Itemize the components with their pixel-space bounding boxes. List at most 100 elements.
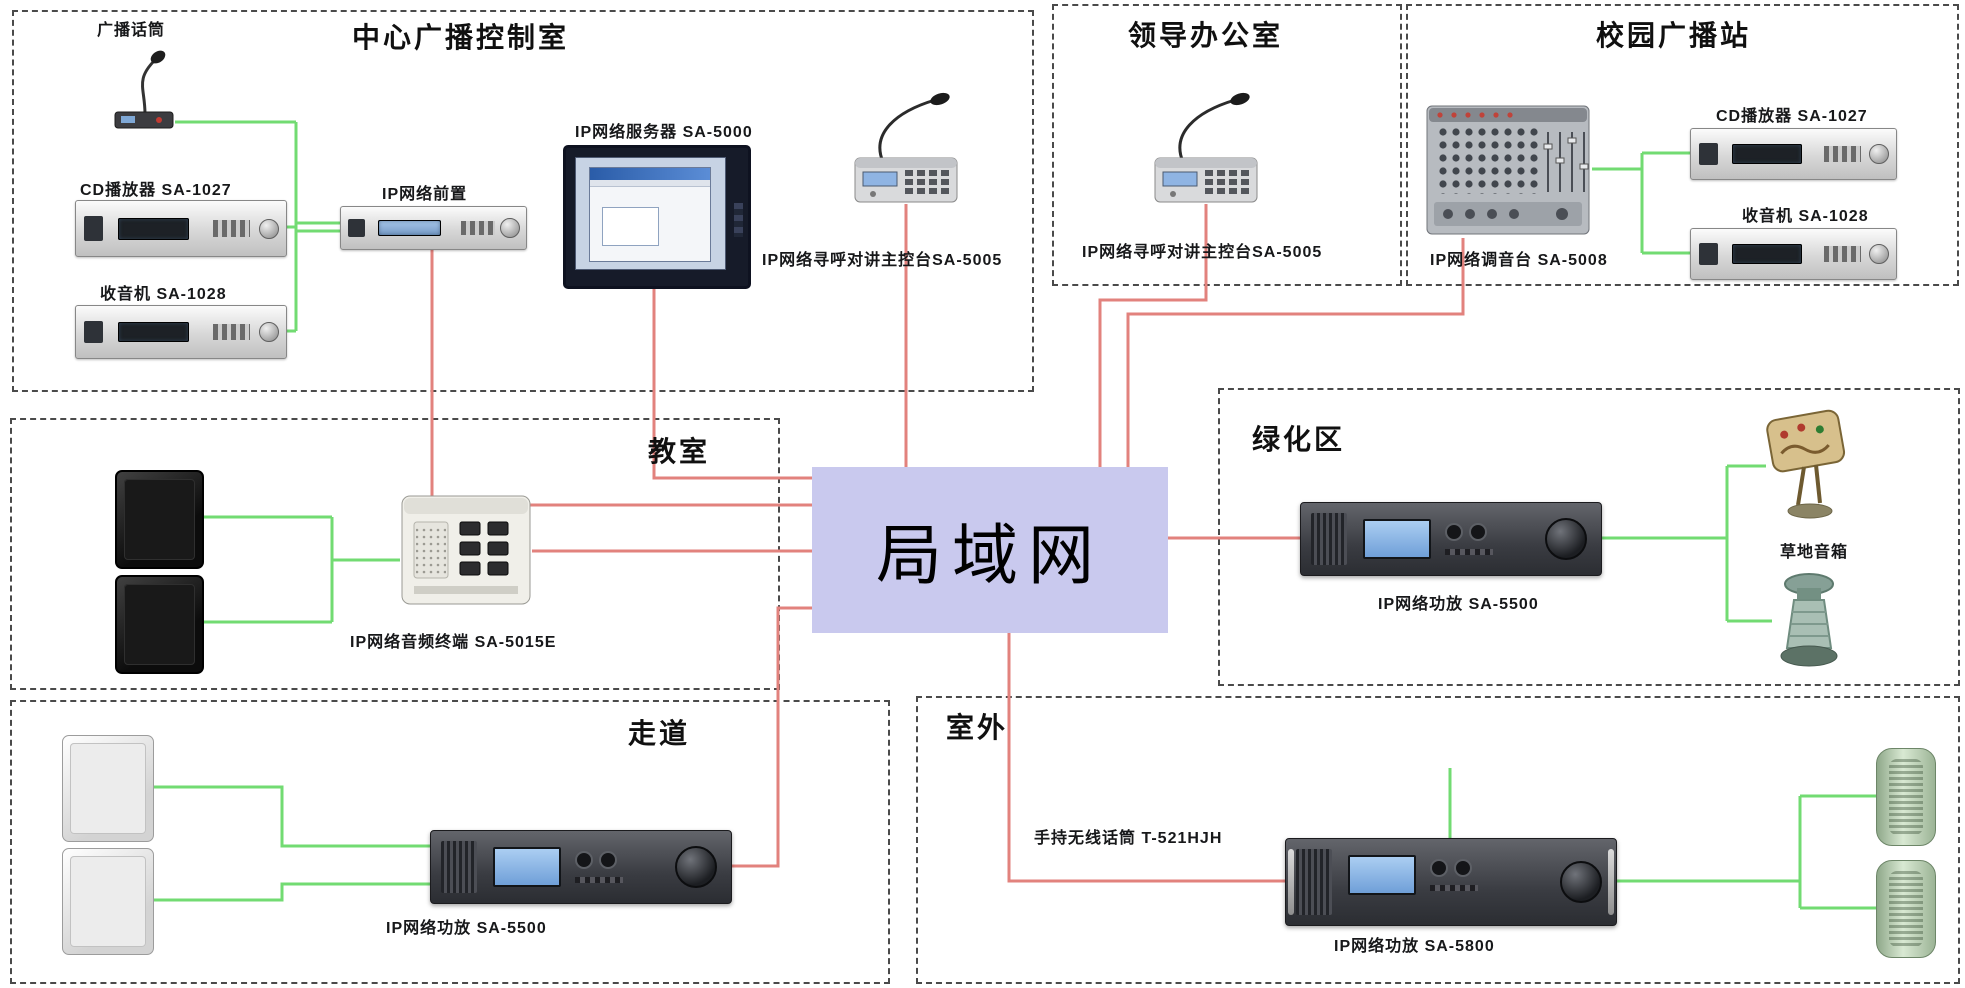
rack-knob bbox=[258, 322, 279, 342]
rack-display bbox=[1732, 244, 1802, 264]
cd-player-label: CD播放器 SA-1027 bbox=[80, 182, 232, 199]
rack-logo bbox=[84, 320, 104, 344]
amp-volume-knob bbox=[1560, 861, 1602, 903]
lawn-speaker-label: 草地音箱 bbox=[1780, 544, 1849, 561]
zone-outdoor bbox=[916, 696, 1960, 984]
rack-buttons bbox=[461, 221, 495, 235]
rack-knob bbox=[499, 218, 520, 238]
wall-speaker-white bbox=[62, 848, 154, 955]
lan-box: 局域网 bbox=[812, 467, 1168, 633]
paging-console-label: IP网络寻呼对讲主控台SA-5005 bbox=[1082, 244, 1323, 261]
amplifier-label: IP网络功放 SA-5500 bbox=[1378, 596, 1539, 613]
zone-title-outdoor: 室外 bbox=[946, 712, 1009, 743]
amplifier-device bbox=[430, 830, 732, 904]
zone-classroom bbox=[10, 418, 780, 690]
rack-logo bbox=[84, 216, 104, 241]
wall-speaker-white bbox=[62, 735, 154, 842]
zone-title-leader-office: 领导办公室 bbox=[1128, 20, 1284, 51]
column-speaker bbox=[1876, 748, 1936, 846]
amp-knob bbox=[1454, 859, 1472, 877]
amp-knob bbox=[599, 851, 617, 869]
audio-terminal-graphic bbox=[401, 495, 531, 605]
wire-corridor-sp2 bbox=[152, 882, 430, 902]
window-content bbox=[602, 207, 660, 247]
lawn-sign-speaker bbox=[1758, 405, 1858, 527]
column-speaker bbox=[1876, 860, 1936, 958]
zone-title-classroom: 教室 bbox=[648, 436, 711, 467]
radio-label: 收音机 SA-1028 bbox=[1742, 208, 1869, 225]
zone-control-room bbox=[12, 10, 1034, 392]
amplifier-device bbox=[1285, 838, 1617, 926]
amp-leds bbox=[1445, 549, 1493, 555]
wire-server-lan bbox=[652, 283, 812, 480]
rack-logo bbox=[348, 218, 366, 238]
radio-device bbox=[1690, 228, 1897, 280]
wall-speaker-black bbox=[115, 575, 204, 674]
paging-console-label: IP网络寻呼对讲主控台SA-5005 bbox=[762, 252, 1003, 269]
zone-title-corridor: 走道 bbox=[628, 718, 691, 749]
zone-title-green-area: 绿化区 bbox=[1252, 424, 1346, 455]
paging-console-device bbox=[1143, 88, 1268, 208]
amp-knob bbox=[575, 851, 593, 869]
rack-buttons bbox=[1824, 146, 1862, 162]
amp-volume-knob bbox=[1545, 518, 1587, 560]
amplifier-label: IP网络功放 SA-5500 bbox=[386, 920, 547, 937]
paging-console-device bbox=[843, 88, 968, 208]
network-server-monitor bbox=[563, 145, 751, 289]
wall-speaker-black bbox=[115, 470, 204, 569]
window-titlebar bbox=[590, 167, 710, 180]
rack-display bbox=[118, 321, 190, 343]
gooseneck-mic-graphic bbox=[114, 50, 174, 129]
audio-terminal-device bbox=[400, 492, 532, 610]
lawn-sign-speaker-graphic bbox=[1766, 409, 1846, 519]
amp-display bbox=[1348, 855, 1416, 895]
cd-player-device bbox=[1690, 128, 1897, 180]
amp-knob bbox=[1469, 523, 1487, 541]
software-window bbox=[589, 166, 711, 263]
network-server-label: IP网络服务器 SA-5000 bbox=[575, 124, 753, 141]
broadcast-mic-icon bbox=[95, 40, 200, 135]
rack-buttons bbox=[1824, 246, 1862, 262]
rack-knob bbox=[1868, 144, 1889, 164]
wire-corridor-amp-lan bbox=[730, 606, 812, 868]
wire-leader-console-lan bbox=[1098, 204, 1208, 467]
audio-terminal-label: IP网络音频终端 SA-5015E bbox=[350, 634, 557, 651]
rack-display bbox=[118, 217, 190, 240]
rack-knob bbox=[1868, 244, 1889, 264]
bollard-speaker bbox=[1768, 570, 1850, 672]
wireless-mic-label: 手持无线话筒 T-521HJH bbox=[1034, 830, 1223, 847]
zone-title-control-room: 中心广播控制室 bbox=[352, 22, 570, 53]
broadcast-mic-label: 广播话筒 bbox=[97, 22, 166, 39]
mixer-graphic bbox=[1426, 105, 1590, 235]
rack-buttons bbox=[212, 323, 251, 341]
zone-leader-office bbox=[1052, 4, 1402, 286]
zone-corridor bbox=[10, 700, 890, 984]
amp-knob bbox=[1430, 859, 1448, 877]
monitor-buttons bbox=[734, 203, 743, 238]
amp-vents bbox=[441, 841, 477, 893]
rack-display bbox=[378, 219, 441, 237]
radio-label: 收音机 SA-1028 bbox=[100, 286, 227, 303]
paging-console-graphic bbox=[1154, 92, 1258, 203]
network-preamp-device bbox=[340, 206, 527, 250]
bollard-speaker-graphic bbox=[1780, 573, 1838, 667]
cd-player-device bbox=[75, 200, 287, 257]
amp-knob bbox=[1445, 523, 1463, 541]
wire-mixer-lan bbox=[1126, 238, 1465, 467]
amp-leds bbox=[575, 877, 623, 883]
amp-volume-knob bbox=[675, 846, 717, 888]
wire-outdoor-amp-lan bbox=[1007, 633, 1285, 883]
monitor-screen bbox=[575, 157, 726, 270]
rack-knob bbox=[258, 218, 279, 239]
radio-device bbox=[75, 305, 287, 359]
cd-player-label: CD播放器 SA-1027 bbox=[1716, 108, 1868, 125]
network-preamp-label: IP网络前置 bbox=[382, 186, 468, 203]
rack-logo bbox=[1699, 243, 1718, 265]
wire-corridor-sp1 bbox=[152, 785, 430, 848]
zone-title-campus-station: 校园广播站 bbox=[1596, 20, 1752, 51]
rack-buttons bbox=[212, 219, 251, 238]
window-menubar bbox=[590, 179, 710, 187]
amp-display bbox=[1363, 519, 1431, 559]
